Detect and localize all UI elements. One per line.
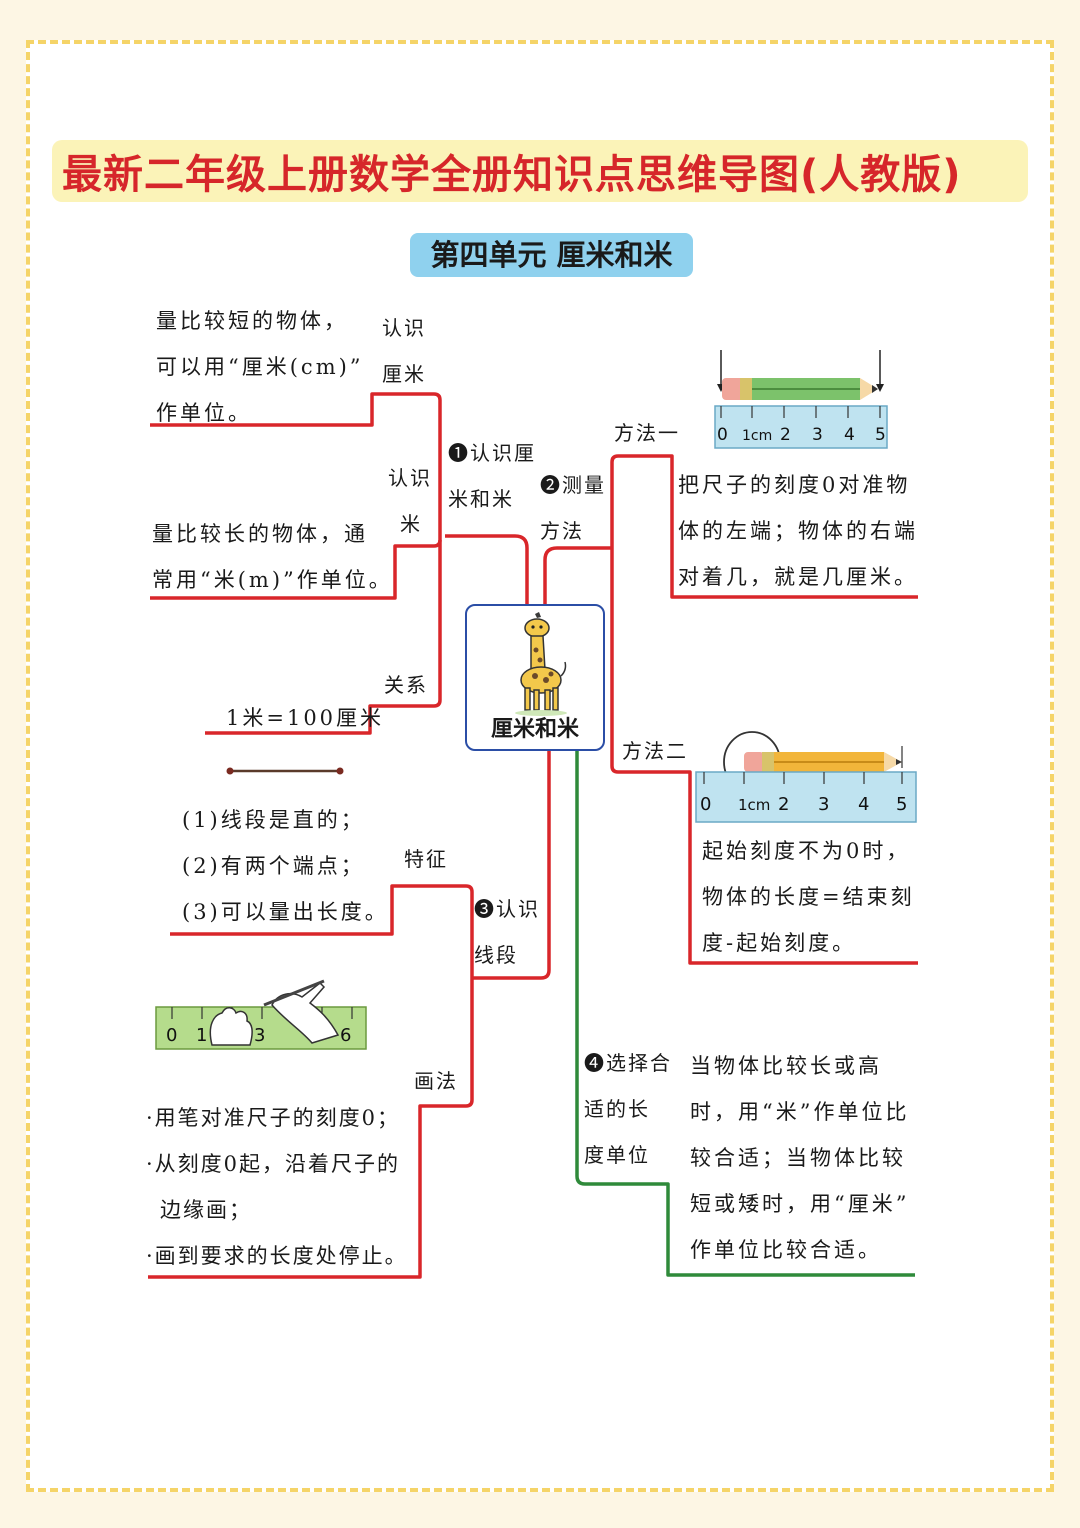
drawing-label: 画法 — [414, 1069, 458, 1093]
ruler2-tick-0: 0 — [700, 794, 711, 815]
ruler2-tick-4: 4 — [858, 794, 869, 815]
title-banner — [52, 140, 1028, 202]
line-segment-illustration — [226, 767, 344, 775]
sub3-text: 1米=100厘米 — [226, 706, 385, 730]
ruler3-tick-0: 0 — [166, 1025, 177, 1046]
ruler1-tick-2: 2 — [780, 425, 791, 445]
branch3-connector — [472, 751, 551, 980]
method1-connector — [610, 454, 918, 599]
ruler2-tick-2: 2 — [778, 794, 789, 815]
center-label: 厘米和米 — [490, 717, 579, 742]
ruler3-tick-1: 1 — [196, 1025, 207, 1046]
sub3-label: 关系 — [384, 673, 428, 697]
sub1-connector — [150, 392, 442, 540]
ruler-pencil-illustration-1: 0 1cm 2 3 4 5 — [714, 350, 888, 449]
ruler1-tick-1: 1cm — [742, 428, 772, 444]
branch4-label: ❹选择合 适的长 度单位 — [584, 1051, 672, 1167]
branch3-label: ❸认识线段 — [474, 897, 540, 967]
branch4-connector — [575, 751, 915, 1277]
sub2-text: 量比较长的物体，通 常用“米(m)”作单位。 — [152, 522, 393, 592]
ruler3-tick-6: 6 — [340, 1025, 351, 1046]
feature-connector — [170, 884, 474, 978]
method1-label: 方法一 — [614, 421, 680, 445]
feature-text: (1)线段是直的； (2)有两个端点； (3)可以量出长度。 — [182, 808, 389, 924]
sub2-label: 认识米 — [388, 466, 432, 536]
drawing-connector — [148, 978, 474, 1279]
ruler1-tick-4: 4 — [844, 425, 855, 445]
ruler2-tick-1: 1cm — [738, 796, 770, 814]
branch2-connector — [543, 546, 612, 605]
sub1-text: 量比较短的物体， 可以用“厘米(cm)” 作单位。 — [156, 309, 364, 425]
method2-text: 起始刻度不为0时， 物体的长度=结束刻 度-起始刻度。 — [702, 839, 915, 955]
drawing-text: ·用笔对准尺子的刻度0； ·从刻度0起，沿着尺子的 边缘画； ·画到要求的长度处… — [146, 1106, 408, 1268]
feature-label: 特征 — [404, 847, 448, 871]
giraffe-icon — [515, 612, 567, 716]
method2-label: 方法二 — [622, 739, 688, 763]
branch2-label: ❷测量方法 — [540, 473, 606, 543]
branch1-connector — [445, 534, 529, 605]
ruler-pencil-illustration-2: 0 1cm 2 3 4 5 — [695, 731, 917, 823]
sub1-label: 认识厘米 — [382, 316, 426, 386]
page-title: 最新二年级上册数学全册知识点思维导图(人教版) — [62, 152, 962, 198]
unit-title: 第四单元 厘米和米 — [410, 233, 693, 277]
branch1-label: ❶认识厘米和米 — [448, 441, 536, 511]
branch4-text: 当物体比较长或高 时，用“米”作单位比 较合适；当物体比较 短或矮时，用“厘米”… — [690, 1054, 910, 1262]
method1-text: 把尺子的刻度0对准物 体的左端；物体的右端 对着几，就是几厘米。 — [678, 473, 918, 589]
ruler1-tick-0: 0 — [717, 425, 728, 445]
ruler1-tick-5: 5 — [875, 425, 886, 445]
ruler-hand-illustration: 0 1 3 6 — [155, 979, 367, 1050]
center-node: 厘米和米 — [465, 604, 605, 751]
left-hand-icon — [209, 1007, 253, 1046]
ruler1-tick-3: 3 — [812, 425, 823, 445]
sub3-connector — [205, 540, 442, 735]
pencil-icon — [263, 979, 325, 1007]
ruler2-tick-5: 5 — [896, 794, 907, 815]
ruler3-tick-3: 3 — [254, 1025, 265, 1046]
ruler2-tick-3: 3 — [818, 794, 829, 815]
method2-connector — [610, 548, 918, 965]
